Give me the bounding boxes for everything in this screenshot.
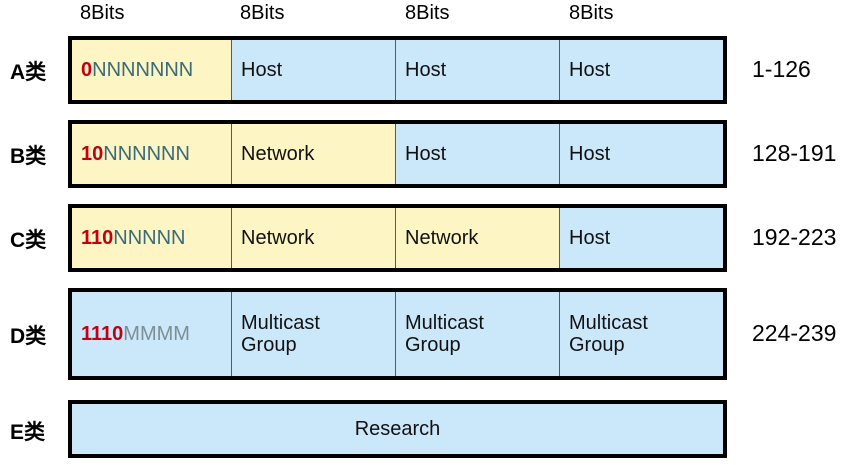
fixed-bits-c: 110 — [81, 226, 114, 249]
research-label-e: Research — [354, 417, 441, 440]
byte3-label-b: Host — [405, 142, 447, 165]
byte2-cell-b: Network — [232, 124, 396, 184]
byte4-label-c: Host — [569, 226, 611, 249]
variable-bits-b: NNNNNN — [103, 142, 190, 165]
byte4-label-b: Host — [569, 142, 611, 165]
class-row-b: B类 10NNNNNN Network Host Host 128-191 — [0, 120, 864, 188]
class-bar-c: 110NNNNN Network Network Host — [68, 204, 727, 272]
column-header-byte-3: 8Bits — [405, 2, 450, 24]
range-label-b: 128-191 — [752, 140, 837, 166]
fixed-bits-b: 10 — [81, 142, 104, 165]
variable-bits-c: NNNNN — [113, 226, 186, 249]
column-header-byte-1: 8Bits — [80, 2, 125, 24]
prefix-cell-d: 1110MMMM — [72, 292, 232, 376]
byte2-cell-c: Network — [232, 208, 396, 268]
class-bar-b: 10NNNNNN Network Host Host — [68, 120, 727, 188]
class-row-e: E类 Research — [0, 400, 864, 458]
research-cell-e: Research — [72, 404, 723, 454]
class-label-e: E类 — [10, 421, 46, 444]
prefix-cell-a: 0NNNNNNN — [72, 40, 232, 100]
class-label-c: C类 — [10, 229, 47, 252]
variable-bits-a: NNNNNNN — [92, 58, 194, 81]
range-label-c: 192-223 — [752, 224, 837, 250]
prefix-cell-c: 110NNNNN — [72, 208, 232, 268]
fixed-bits-a: 0 — [81, 58, 93, 81]
byte4-cell-b: Host — [560, 124, 723, 184]
class-label-a: A类 — [10, 61, 47, 84]
range-label-a: 1-126 — [752, 56, 811, 82]
byte4-cell-c: Host — [560, 208, 723, 268]
byte3-cell-b: Host — [396, 124, 560, 184]
byte3-cell-a: Host — [396, 40, 560, 100]
class-row-c: C类 110NNNNN Network Network Host 192-223 — [0, 204, 864, 272]
class-bar-e: Research — [68, 400, 727, 458]
prefix-cell-b: 10NNNNNN — [72, 124, 232, 184]
byte2-label-b: Network — [241, 142, 315, 165]
class-label-b: B类 — [10, 145, 47, 168]
class-label-d: D类 — [10, 325, 47, 348]
byte3-label-a: Host — [405, 58, 447, 81]
byte4-cell-a: Host — [560, 40, 723, 100]
fixed-bits-d: 1110 — [81, 322, 124, 345]
class-bar-a: 0NNNNNNN Host Host Host — [68, 36, 727, 104]
column-header-byte-4: 8Bits — [569, 2, 614, 24]
byte2-label-c: Network — [241, 226, 315, 249]
byte2-label-a: Host — [241, 58, 283, 81]
class-row-a: A类 0NNNNNNN Host Host Host 1-126 — [0, 36, 864, 104]
range-label-d: 224-239 — [752, 320, 837, 346]
byte3-label-c: Network — [405, 226, 479, 249]
column-header-byte-2: 8Bits — [240, 2, 285, 24]
variable-bits-d: MMMM — [123, 322, 190, 345]
byte3-cell-c: Network — [396, 208, 560, 268]
byte2-cell-a: Host — [232, 40, 396, 100]
column-header-row: 8Bits 8Bits 8Bits 8Bits — [68, 0, 727, 30]
byte4-label-a: Host — [569, 58, 611, 81]
